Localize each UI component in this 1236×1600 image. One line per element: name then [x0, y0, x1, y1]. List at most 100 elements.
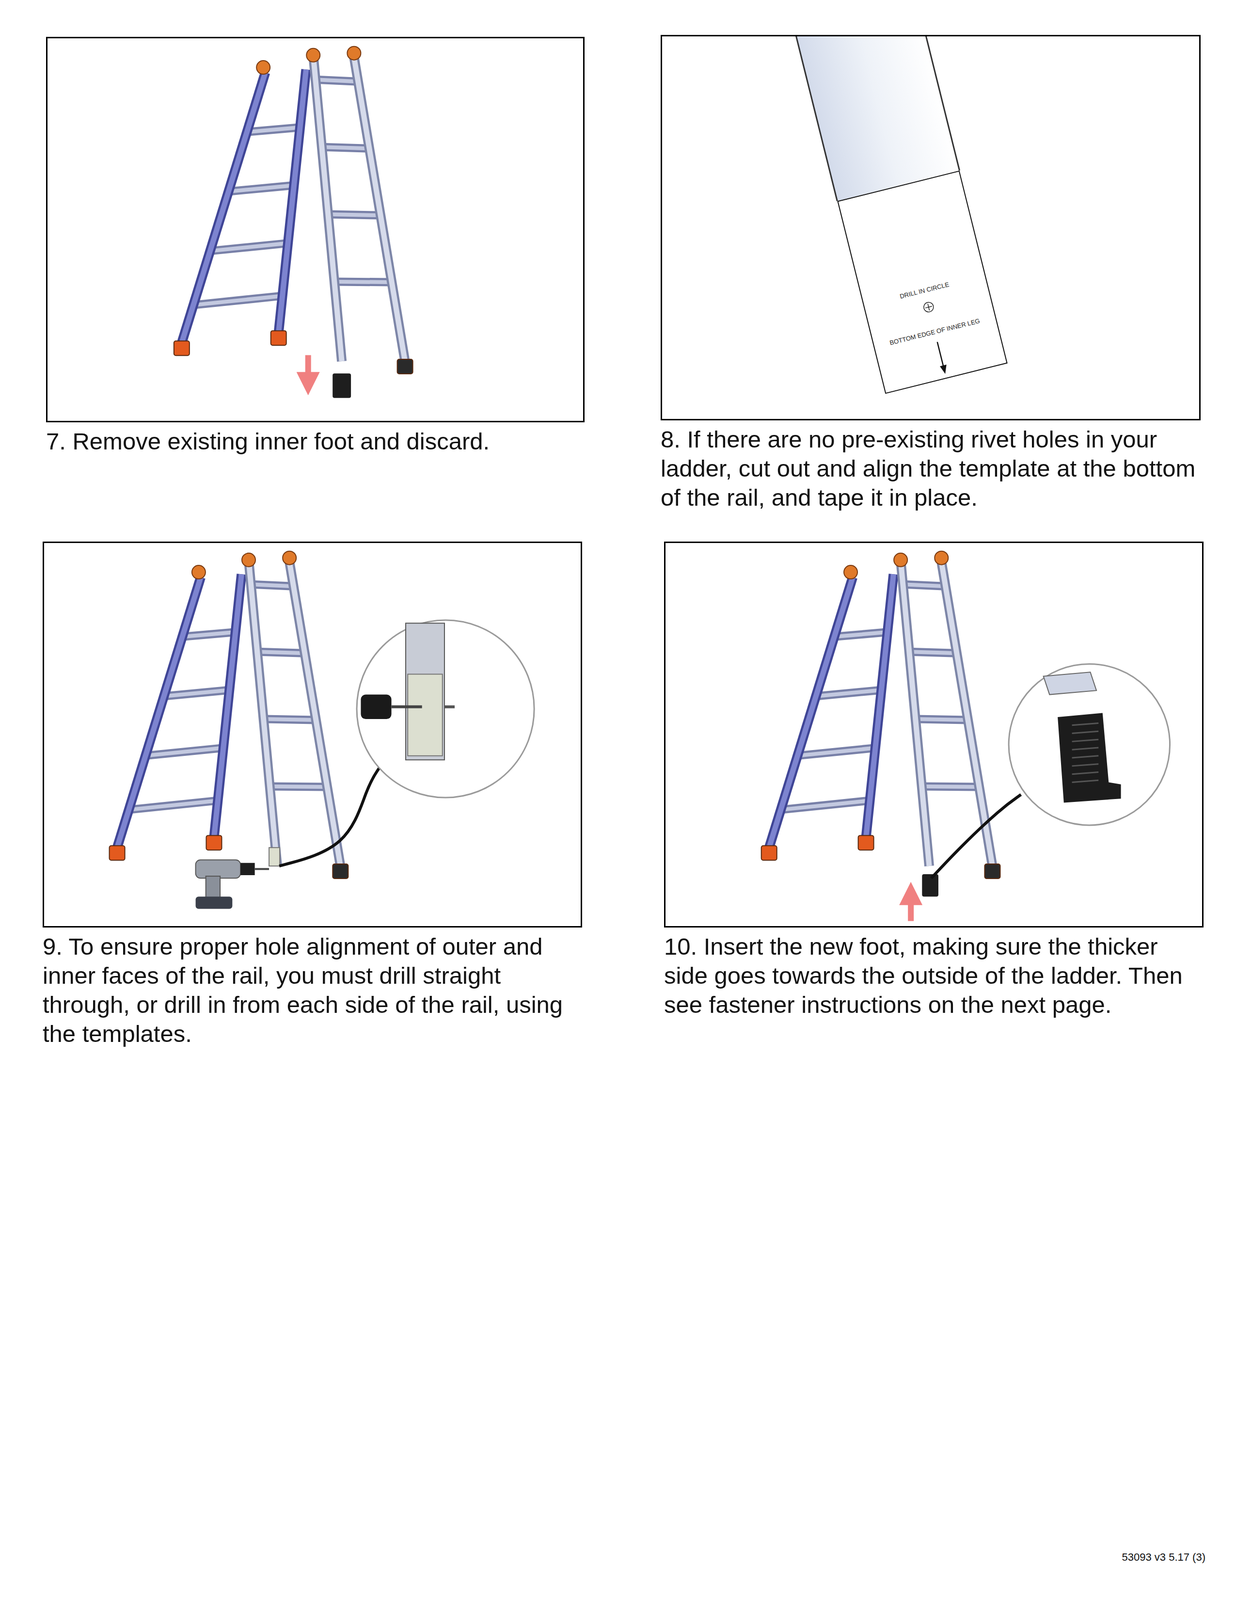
ladder-rail [213, 573, 242, 838]
document-code: 53093 v3 5.17 (3) [1122, 1550, 1206, 1564]
inset-circle [356, 619, 535, 798]
ladder-rung-face [163, 689, 230, 697]
ladder-hinge [191, 565, 206, 579]
step-caption: 10. Insert the new foot, making sure the… [664, 931, 1204, 1019]
ladder-figure [761, 551, 1001, 879]
ladder-rung [163, 689, 230, 697]
ladder-rung-face [145, 747, 224, 756]
foot-ridge [1072, 763, 1099, 766]
ladder-rail-face [769, 577, 854, 848]
ladder-rung-face [209, 243, 288, 252]
template-text: BOTTOM EDGE OF INNER LEG [873, 312, 997, 351]
ladder-rung [251, 584, 294, 587]
ladder-rung-face [915, 718, 968, 720]
ladder-rung-face [257, 651, 305, 653]
ladder-rail-face [313, 55, 342, 362]
rail-edge [747, 36, 838, 202]
ladder-rung-face [315, 79, 359, 82]
ladder-rail-face [213, 573, 242, 838]
ladder-rail-face [278, 69, 307, 333]
drill-bit [254, 867, 270, 870]
ladder-rung [334, 281, 392, 283]
step-caption: 7. Remove existing inner foot and discar… [46, 426, 585, 456]
ladder-rung-face [321, 146, 370, 149]
ladder-foot [761, 845, 777, 860]
ladder-rung [921, 786, 980, 787]
ladder-rung-face [780, 800, 871, 810]
ladder-hinge [282, 551, 297, 565]
ladder-rung [328, 214, 381, 216]
ladder-rung [909, 651, 957, 653]
ladder-hinge [843, 565, 858, 579]
ladder-rung-face [193, 295, 283, 305]
ladder-rung-face [815, 689, 882, 697]
ladder-rung [263, 718, 317, 720]
inset-rail [405, 622, 445, 760]
remove-arrow [305, 354, 312, 384]
ladder-rung-face [334, 281, 392, 283]
ladder-rung [269, 786, 328, 787]
ladder-foot [206, 835, 222, 850]
ladder-rail [117, 577, 202, 848]
ladder-rung-face [182, 632, 236, 637]
ladder-hinge [347, 46, 361, 61]
foot-ridge [1072, 771, 1099, 774]
ladder-rung-face [909, 651, 957, 653]
ladder-foot [174, 340, 190, 356]
ladder-rung-face [903, 584, 946, 587]
rail-edge [870, 36, 960, 171]
ladder-figure [174, 46, 413, 374]
ladder-hinge [241, 553, 256, 567]
inset-circle [1008, 663, 1170, 825]
foot-ridge [1072, 779, 1099, 782]
ladder-rung-face [263, 718, 317, 720]
step-panel: 8. If there are no pre-existing rivet ho… [660, 34, 1201, 421]
ladder-rail-face [181, 72, 266, 344]
ladder-rung [915, 718, 968, 720]
step-panel: 9. To ensure proper hole alignment of ou… [42, 541, 583, 928]
ladder-rung-face [251, 584, 294, 587]
ladder-rail [313, 55, 342, 362]
template-piece [269, 847, 280, 866]
step-caption: 8. If there are no pre-existing rivet ho… [660, 424, 1201, 512]
ladder-rung-face [921, 786, 980, 787]
ladder-rail [181, 72, 266, 344]
inset-rail [1043, 671, 1097, 695]
insert-arrow [907, 893, 914, 921]
ladder-rung-face [328, 214, 381, 216]
inset-bit [391, 705, 423, 709]
ladder-hinge [934, 551, 949, 565]
ladder-foot [984, 863, 1000, 879]
ladder-rung [321, 146, 370, 149]
inset-bit-exit [444, 705, 455, 709]
ladder-rail-face [866, 573, 894, 838]
ladder-rail [289, 561, 341, 866]
ladder-rail [941, 561, 993, 866]
drill-template: DRILL IN CIRCLEBOTTOM EDGE OF INNER LEG [837, 170, 1008, 395]
ladder-rail [248, 559, 278, 866]
ladder-rung-face [269, 786, 328, 787]
ladder-rail [769, 577, 854, 848]
ladder-rail-face [941, 561, 993, 866]
drill [195, 859, 270, 909]
ladder-rail [278, 69, 307, 333]
step-caption: 9. To ensure proper hole alignment of ou… [42, 931, 583, 1048]
ladder-foot [270, 330, 287, 346]
ladder-rung-face [834, 632, 888, 637]
ladder-rail-face [248, 559, 278, 866]
step-panel: 10. Insert the new foot, making sure the… [664, 541, 1204, 928]
ladder-rail [353, 57, 405, 362]
ladder-foot [397, 359, 413, 374]
ladder-rung [315, 79, 359, 82]
foot-ridge [1072, 747, 1099, 750]
foot-ridge [1072, 755, 1099, 758]
ladder-foot [858, 835, 874, 850]
ladder-rail [900, 559, 930, 866]
ladder-hinge [306, 48, 320, 63]
ladder-rung [780, 800, 871, 810]
rail-closeup [747, 36, 960, 202]
ladder-rail-face [289, 561, 341, 866]
ladder-rung [209, 243, 288, 252]
